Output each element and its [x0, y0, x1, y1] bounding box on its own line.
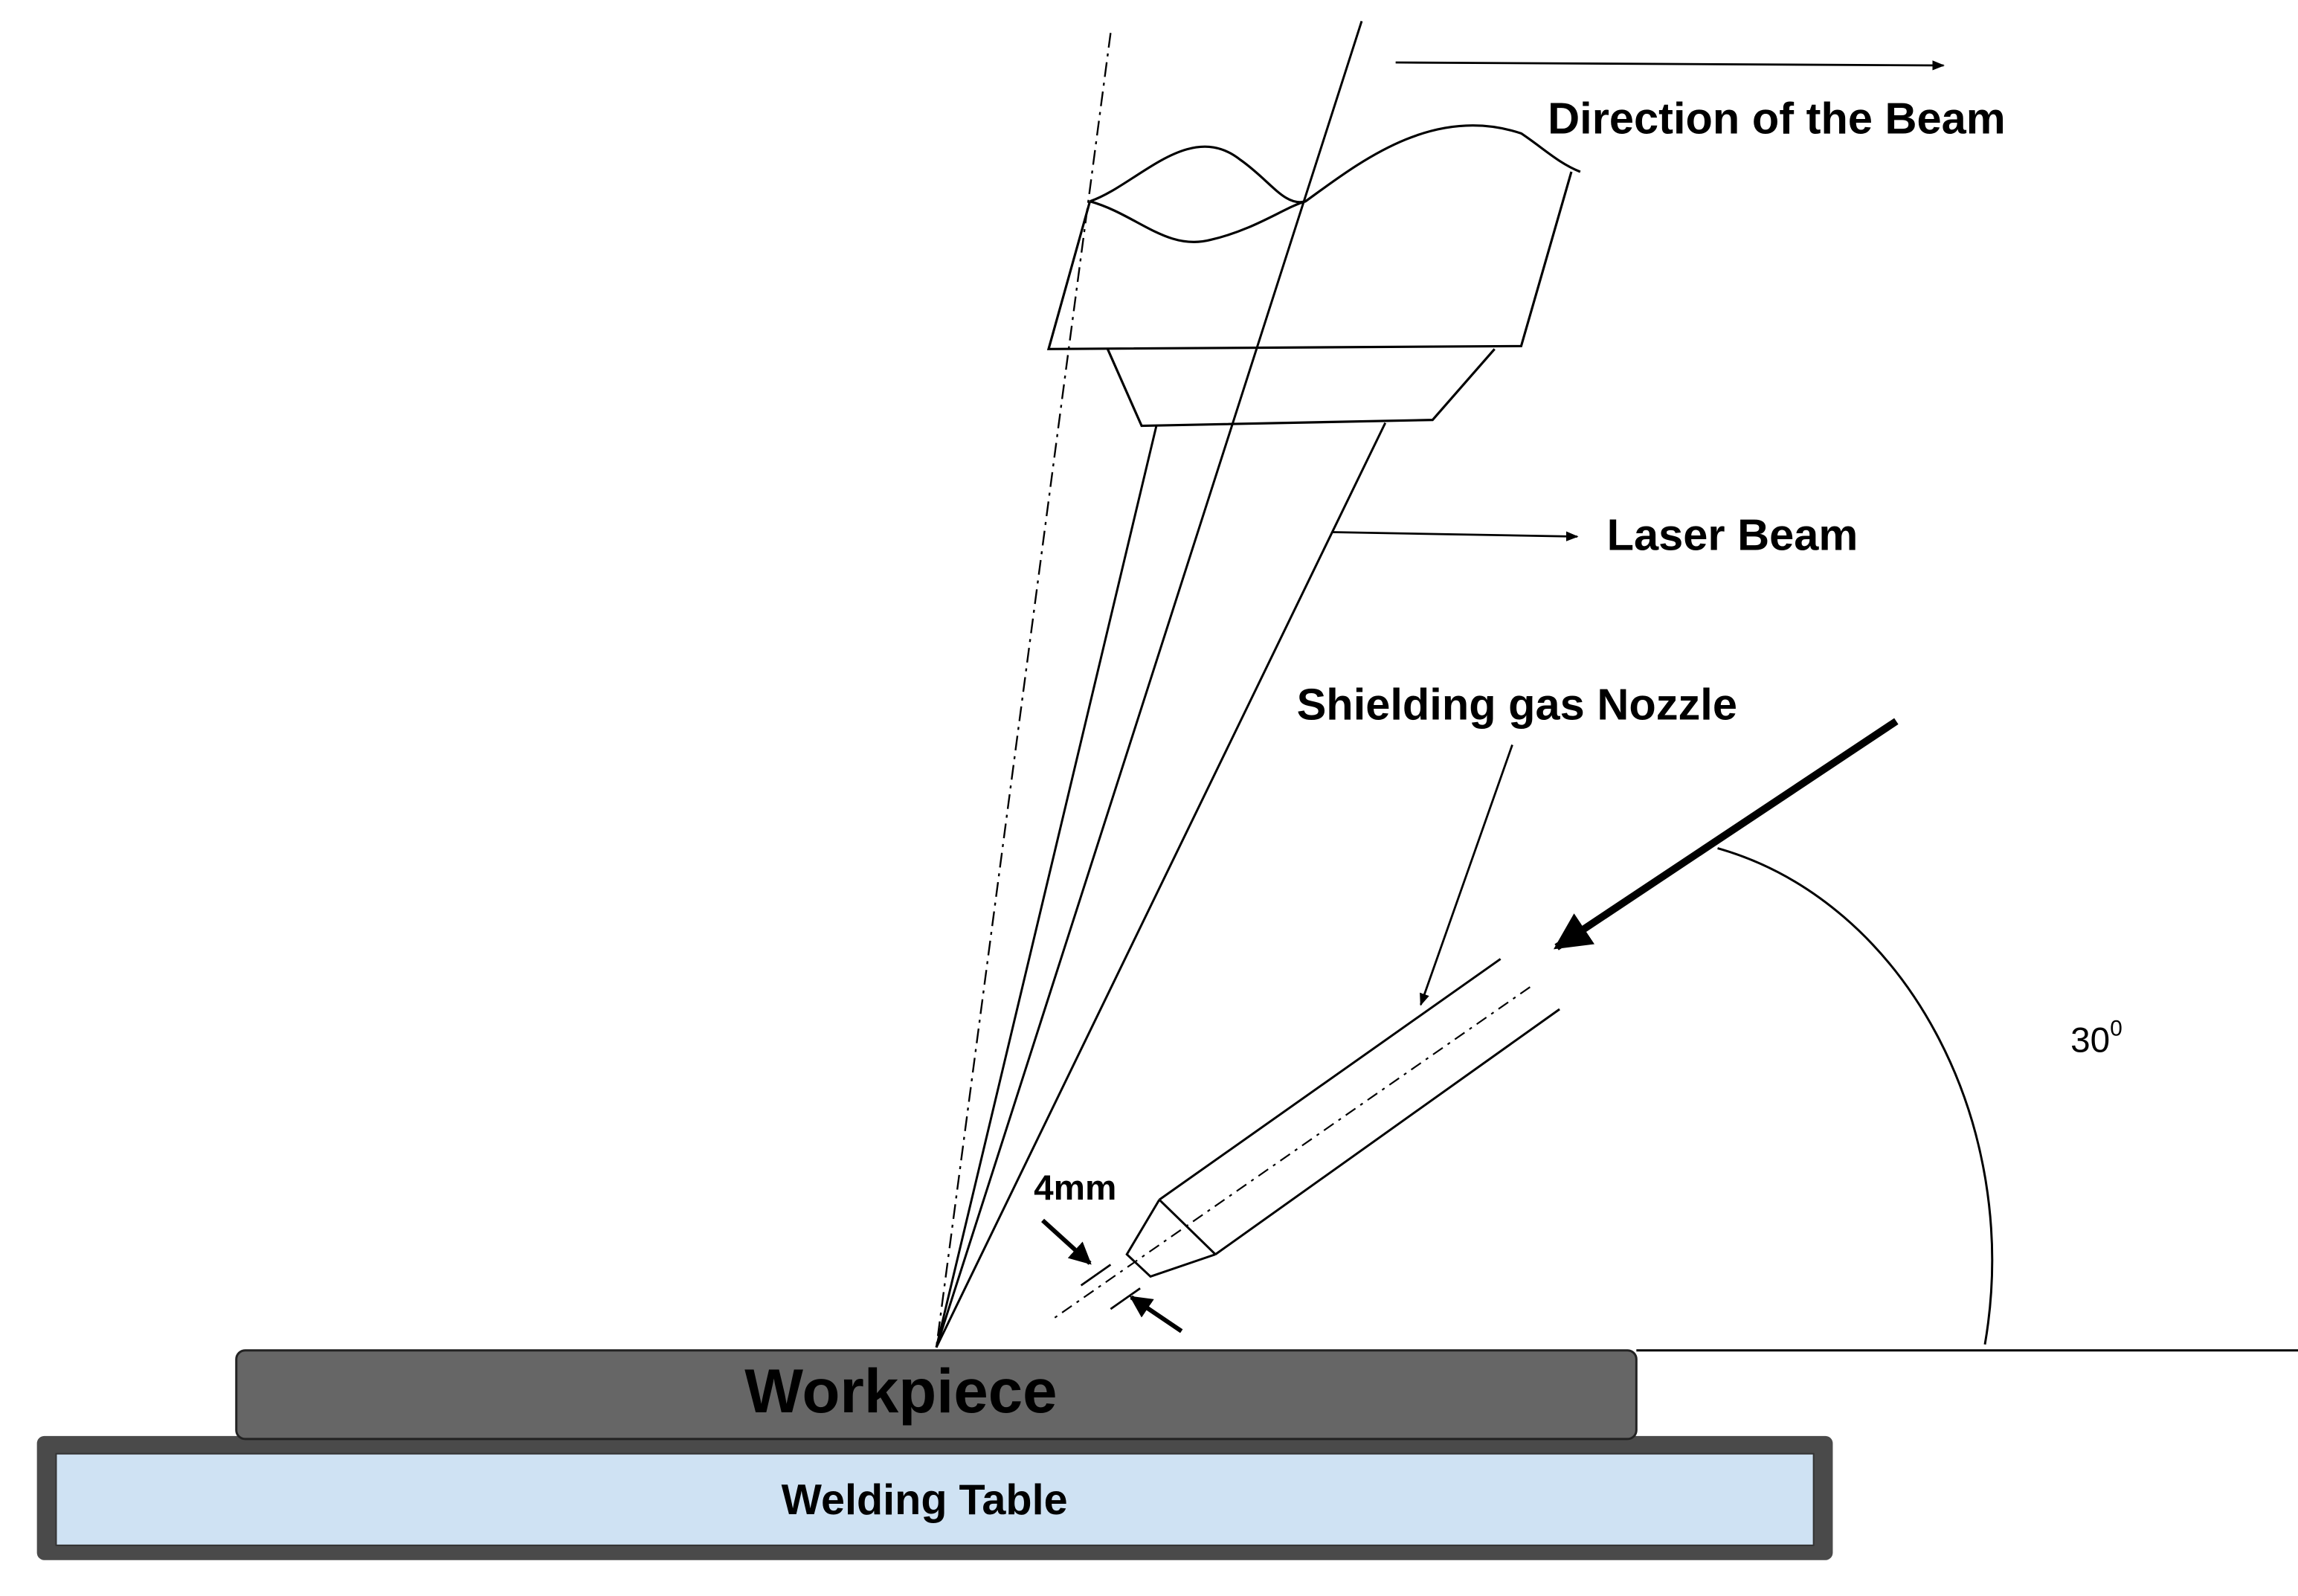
laser-beam-leader-arrow [1332, 531, 1579, 541]
shielding-gas-nozzle-label: Shielding gas Nozzle [1297, 680, 1737, 730]
nozzle-tip-joint [1158, 1199, 1217, 1255]
workpiece-label: Workpiece [744, 1357, 1057, 1426]
beam-axis-centerline [935, 33, 1112, 1348]
gas-flow-arrow [1553, 718, 1899, 950]
shielding-gas-nozzle-leader-arrow [1420, 744, 1513, 1006]
welding-table-label: Welding Table [782, 1476, 1068, 1524]
workpiece: Workpiece [235, 1349, 1638, 1441]
shielding-gas-nozzle [1054, 958, 1560, 1319]
laser-beam-profile-wave [1090, 124, 1581, 204]
nozzle-lower-wall [1214, 1008, 1560, 1255]
beam-central-line [935, 20, 1363, 1348]
laser-nozzle-cone [1106, 348, 1496, 428]
workpiece-block [235, 1349, 1638, 1441]
laser-beam-profile-lower [1090, 200, 1306, 244]
laser-beam [935, 422, 1387, 1348]
nozzle-centerline [1054, 986, 1531, 1319]
angle-degree-superscript: 0 [2110, 1017, 2122, 1041]
nozzle-tip [1125, 1199, 1216, 1278]
laser-beam-label: Laser Beam [1607, 509, 1858, 559]
laser-head-body [1046, 171, 1573, 350]
gap-dimension-label: 4mm [1034, 1168, 1116, 1208]
gap-tick-lower [1110, 1287, 1141, 1310]
gap-arrow-upper [1041, 1218, 1092, 1265]
laser-head [1046, 124, 1581, 428]
laser-beam-right-edge [935, 422, 1387, 1348]
gap-tick-upper [1080, 1264, 1112, 1287]
welding-table-surface [55, 1452, 1815, 1546]
direction-of-beam-arrow [1395, 60, 1945, 71]
angle-value: 30 [2070, 1021, 2110, 1061]
laser-beam-left-edge [935, 425, 1158, 1348]
angle-arc [1717, 847, 1994, 1345]
nozzle-upper-wall [1159, 958, 1502, 1201]
welding-table: Welding Table [36, 1435, 1833, 1560]
direction-of-beam-label: Direction of the Beam [1548, 93, 2006, 143]
gap-arrow-lower [1129, 1295, 1183, 1333]
angle-label: 300 [2070, 1017, 2122, 1061]
